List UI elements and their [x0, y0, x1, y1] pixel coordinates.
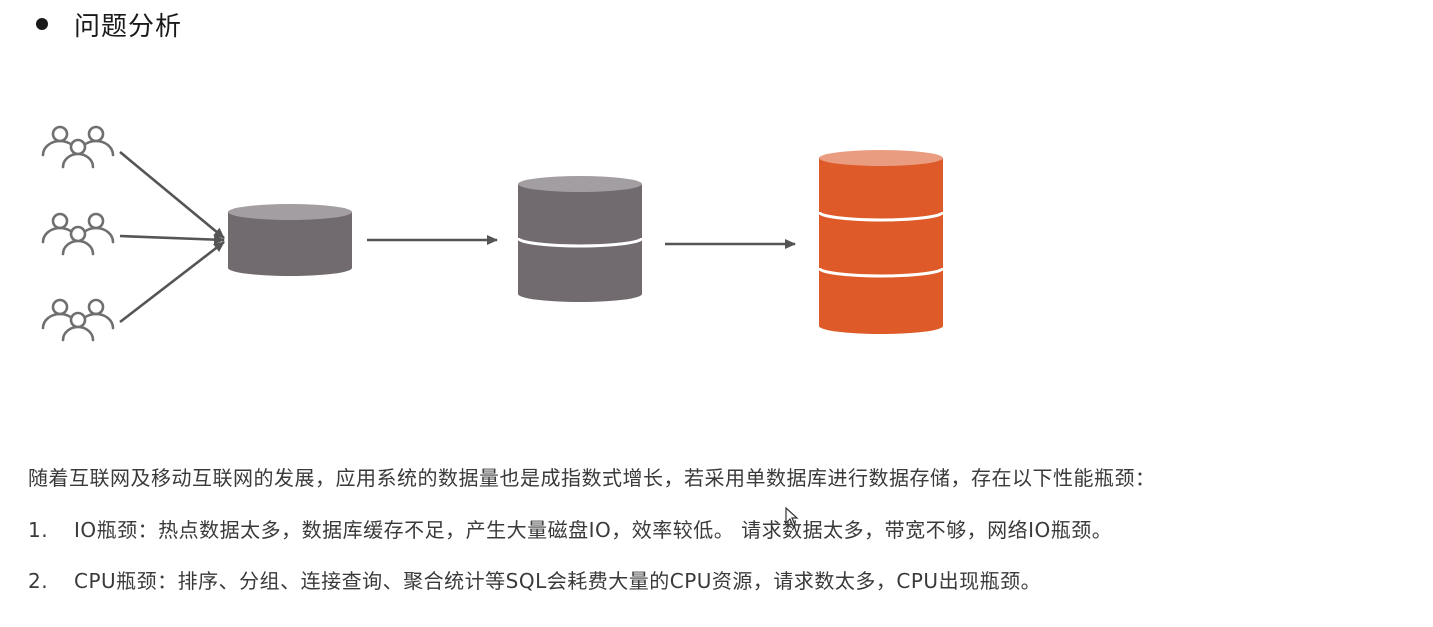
- list-item-text: CPU瓶颈：排序、分组、连接查询、聚合统计等SQL会耗费大量的CPU资源，请求数…: [74, 569, 1042, 593]
- list-item: 1. IO瓶颈：热点数据太多，数据库缓存不足，产生大量磁盘IO，效率较低。 请求数…: [28, 514, 1112, 543]
- arrow-icon: [119, 150, 225, 240]
- user-group-icon: [41, 212, 115, 256]
- list-item-text: IO瓶颈：热点数据太多，数据库缓存不足，产生大量磁盘IO，效率较低。 请求数据太…: [74, 518, 1113, 542]
- bullet-icon: [36, 18, 48, 30]
- database-bottleneck-diagram: [41, 125, 945, 342]
- arrow-icon: [119, 240, 225, 324]
- intro-paragraph: 随着互联网及移动互联网的发展，应用系统的数据量也是成指数式增长，若采用单数据库进…: [28, 466, 1156, 490]
- section-heading: 问题分析: [36, 4, 182, 44]
- list-item-number: 2.: [28, 569, 49, 593]
- arrow-icon: [119, 234, 225, 245]
- database-single-layer-icon: [228, 204, 352, 276]
- user-group-icon: [41, 298, 115, 342]
- section-title: 问题分析: [74, 11, 183, 42]
- user-group-icon: [41, 125, 115, 169]
- mouse-cursor-icon: [785, 507, 799, 527]
- list-item: 2. CPU瓶颈：排序、分组、连接查询、聚合统计等SQL会耗费大量的CPU资源，请…: [28, 565, 1041, 594]
- database-two-layer-icon: [516, 176, 644, 302]
- database-three-layer-icon: [817, 150, 945, 334]
- list-item-number: 1.: [28, 518, 49, 542]
